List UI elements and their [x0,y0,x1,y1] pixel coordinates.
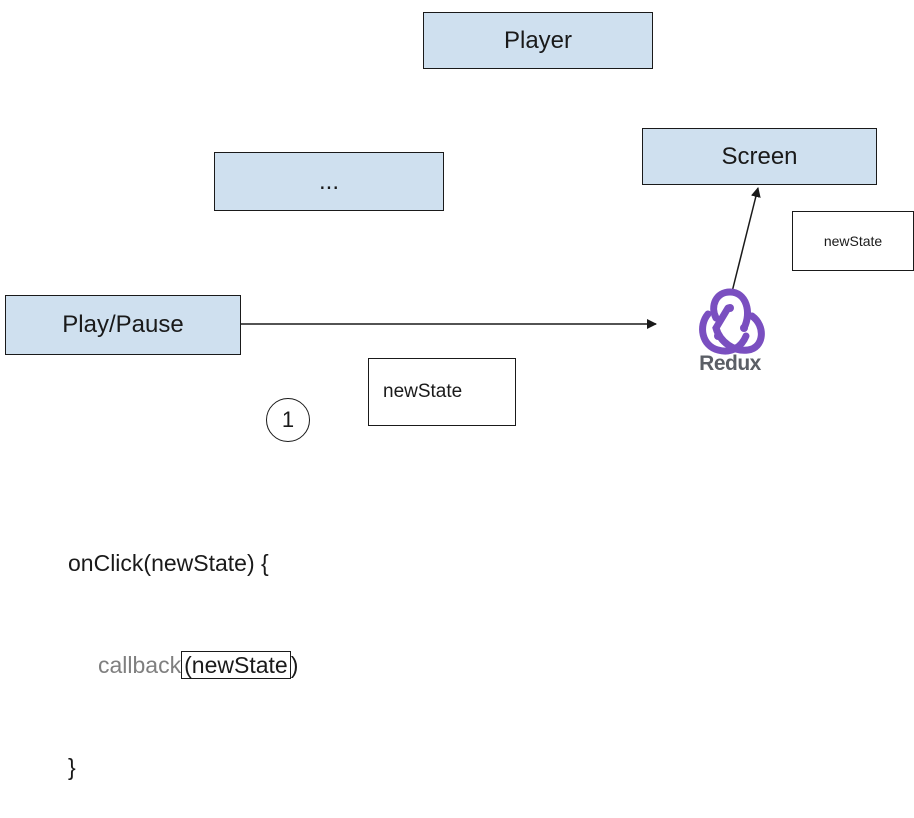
ellipsis-node: ... [214,152,444,211]
redux-state-note-text: newState [823,233,883,249]
action-state-note-text: newState [383,381,463,402]
code-line-2: callback(newState) [68,648,298,682]
code-line-1: onClick(newState) { [68,550,269,576]
redux-state-note: newState [792,211,914,271]
code-close-paren: ) [290,652,299,678]
redux-icon [699,288,765,355]
step-marker-number: 1 [281,407,295,432]
screen-node: Screen [642,128,877,185]
code-callback-fn: callback [98,652,182,678]
code-open-paren: ( [184,652,192,678]
code-snippet: onClick(newState) { callback(newState) } [68,478,298,818]
action-state-note: newState [368,358,516,426]
step-marker: 1 [266,398,310,442]
code-line-3: } [68,754,76,780]
player-label: Player [503,26,573,54]
arrows-layer [241,187,761,329]
screen-label: Screen [721,142,798,170]
playpause-label: Play/Pause [62,311,184,338]
code-callback-arg-box: (newState [181,651,291,679]
redux-wordmark: Redux [699,352,761,375]
redux-to-screen-arrow [731,187,761,293]
code-callback-arg: newState [191,652,288,678]
ellipsis-label: ... [318,167,339,195]
player-node: Player [423,12,653,69]
playpause-node: Play/Pause [5,295,241,355]
